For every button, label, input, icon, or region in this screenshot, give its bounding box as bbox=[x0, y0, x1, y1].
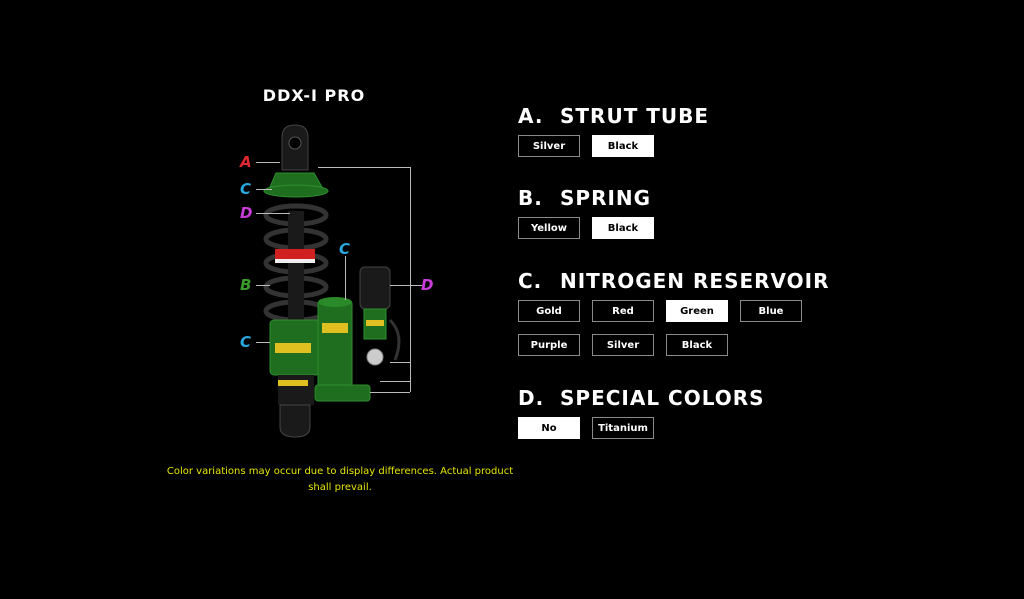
option-group: Gold Red Green Blue Purple Silver Black bbox=[518, 300, 818, 356]
option-black[interactable]: Black bbox=[592, 217, 654, 239]
section-letter: B. bbox=[518, 186, 543, 210]
bracket-d-bottom bbox=[370, 392, 410, 393]
callout-line-c-top bbox=[256, 189, 272, 190]
bracket-d-knob bbox=[390, 362, 410, 363]
option-yellow[interactable]: Yellow bbox=[518, 217, 580, 239]
callout-c-lower: C bbox=[240, 333, 252, 351]
option-group: No Titanium bbox=[518, 417, 818, 439]
callout-c-top-cap: C bbox=[240, 180, 252, 198]
section-name: SPRING bbox=[560, 186, 652, 210]
section-title: C. NITROGEN RESERVOIR bbox=[518, 269, 830, 293]
bracket-d-mid bbox=[390, 285, 422, 286]
bracket-d-top bbox=[318, 167, 410, 168]
section-title: A. STRUT TUBE bbox=[518, 104, 818, 128]
section-letter: C. bbox=[518, 269, 543, 293]
section-title: D. SPECIAL COLORS bbox=[518, 386, 818, 410]
option-purple[interactable]: Purple bbox=[518, 334, 580, 356]
option-gold[interactable]: Gold bbox=[518, 300, 580, 322]
option-group: Silver Black bbox=[518, 135, 818, 157]
callout-line-d-left bbox=[256, 213, 290, 214]
callout-c-reservoir: C bbox=[339, 240, 351, 258]
callout-line-c-reservoir bbox=[345, 256, 346, 300]
bracket-d-lower bbox=[380, 381, 410, 382]
section-name: STRUT TUBE bbox=[560, 104, 710, 128]
shock-absorber-diagram: A C D B C C D bbox=[230, 115, 450, 445]
section-strut-tube: A. STRUT TUBE Silver Black bbox=[518, 104, 818, 157]
section-spring: B. SPRING Yellow Black bbox=[518, 186, 818, 239]
option-titanium[interactable]: Titanium bbox=[592, 417, 654, 439]
option-silver[interactable]: Silver bbox=[518, 135, 580, 157]
option-group: Yellow Black bbox=[518, 217, 818, 239]
option-black[interactable]: Black bbox=[666, 334, 728, 356]
section-special-colors: D. SPECIAL COLORS No Titanium bbox=[518, 386, 818, 439]
section-nitrogen-reservoir: C. NITROGEN RESERVOIR Gold Red Green Blu… bbox=[518, 269, 830, 356]
section-title: B. SPRING bbox=[518, 186, 818, 210]
bracket-d-vertical bbox=[410, 167, 411, 392]
bottom-eyelet bbox=[279, 404, 311, 438]
option-no[interactable]: No bbox=[518, 417, 580, 439]
color-disclaimer: Color variations may occur due to displa… bbox=[166, 466, 514, 493]
callout-line-c-bottom bbox=[256, 342, 270, 343]
option-silver[interactable]: Silver bbox=[592, 334, 654, 356]
product-title: DDX-I PRO bbox=[262, 86, 366, 105]
section-name: NITROGEN RESERVOIR bbox=[560, 269, 830, 293]
callout-d-right: D bbox=[421, 276, 434, 294]
callout-b: B bbox=[240, 276, 252, 294]
option-green[interactable]: Green bbox=[666, 300, 728, 322]
shock-absorber-image bbox=[263, 124, 401, 438]
section-name: SPECIAL COLORS bbox=[560, 386, 765, 410]
callout-a: A bbox=[240, 153, 252, 171]
adjuster-knob bbox=[359, 266, 391, 310]
option-red[interactable]: Red bbox=[592, 300, 654, 322]
callout-line-a bbox=[256, 162, 280, 163]
callout-d-left: D bbox=[240, 204, 253, 222]
nitrogen-reservoir bbox=[317, 299, 353, 391]
section-letter: A. bbox=[518, 104, 544, 128]
section-letter: D. bbox=[518, 386, 545, 410]
option-blue[interactable]: Blue bbox=[740, 300, 802, 322]
option-black[interactable]: Black bbox=[592, 135, 654, 157]
callout-line-b bbox=[256, 285, 270, 286]
